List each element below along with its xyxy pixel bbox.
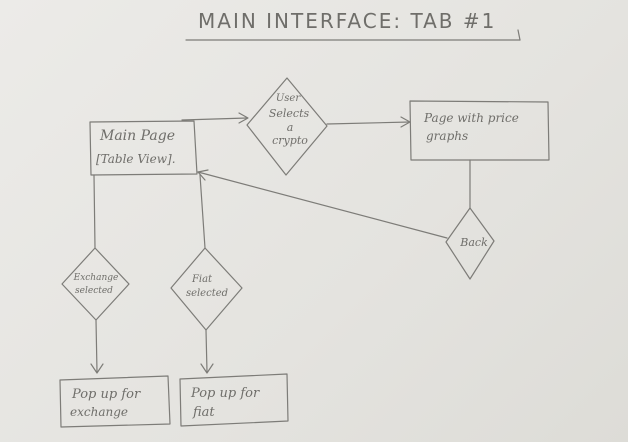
decision-exchange-line1: Exchange <box>73 273 119 283</box>
price-page-label-line1: Page with price <box>423 111 519 125</box>
arrowhead-popup-fiat <box>200 363 214 374</box>
decision-back: Back <box>445 207 495 280</box>
arrowhead-popup-exchange <box>90 363 104 374</box>
arrow-back-to-main <box>197 171 448 239</box>
line-main-to-fiat <box>199 174 206 249</box>
decision-exchange-selected: Exchange selected <box>61 247 130 321</box>
decision-back-label: Back <box>459 236 488 249</box>
arrowhead-main-page <box>197 169 209 181</box>
decision-fiat-line1: Fiat <box>191 274 213 285</box>
decision-crypto-line1: User <box>276 93 301 104</box>
arrow-crypto-to-price-page <box>326 121 411 125</box>
line-main-to-exchange <box>93 174 96 249</box>
main-page-label-line2: [Table View]. <box>96 152 176 166</box>
decision-crypto-line2: Selects <box>269 107 310 120</box>
diagram-title: MAIN INTERFACE: TAB #1 <box>198 9 496 33</box>
decision-crypto-line4: crypto <box>272 134 308 147</box>
main-page-label-line1: Main Page <box>99 128 175 144</box>
decision-user-selects-crypto: User Selects a crypto <box>246 77 328 176</box>
popup-fiat-line1: Pop up for <box>190 386 260 401</box>
arrow-fiat-to-popup <box>205 329 208 373</box>
decision-fiat-line2: selected <box>186 288 228 299</box>
popup-fiat-line2: fiat <box>192 405 215 420</box>
decision-crypto-line3: a <box>287 121 294 134</box>
node-popup-fiat: Pop up for fiat <box>179 373 289 427</box>
node-price-graphs-page: Page with price graphs <box>409 100 550 161</box>
popup-exchange-line2: exchange <box>70 405 128 419</box>
arrow-main-to-crypto-decision <box>181 117 248 121</box>
price-page-label-line2: graphs <box>426 129 468 143</box>
arrowhead-price-page <box>400 116 411 128</box>
arrow-exchange-to-popup <box>95 319 98 373</box>
popup-exchange-line1: Pop up for <box>71 387 141 402</box>
decision-fiat-selected: Fiat selected <box>170 247 243 331</box>
node-popup-exchange: Pop up for exchange <box>59 375 171 428</box>
title-underline-tick <box>517 29 521 41</box>
arrowhead-crypto-decision <box>238 112 249 124</box>
decision-exchange-line2: selected <box>75 286 113 296</box>
node-main-page: Main Page [Table View]. <box>89 120 198 176</box>
